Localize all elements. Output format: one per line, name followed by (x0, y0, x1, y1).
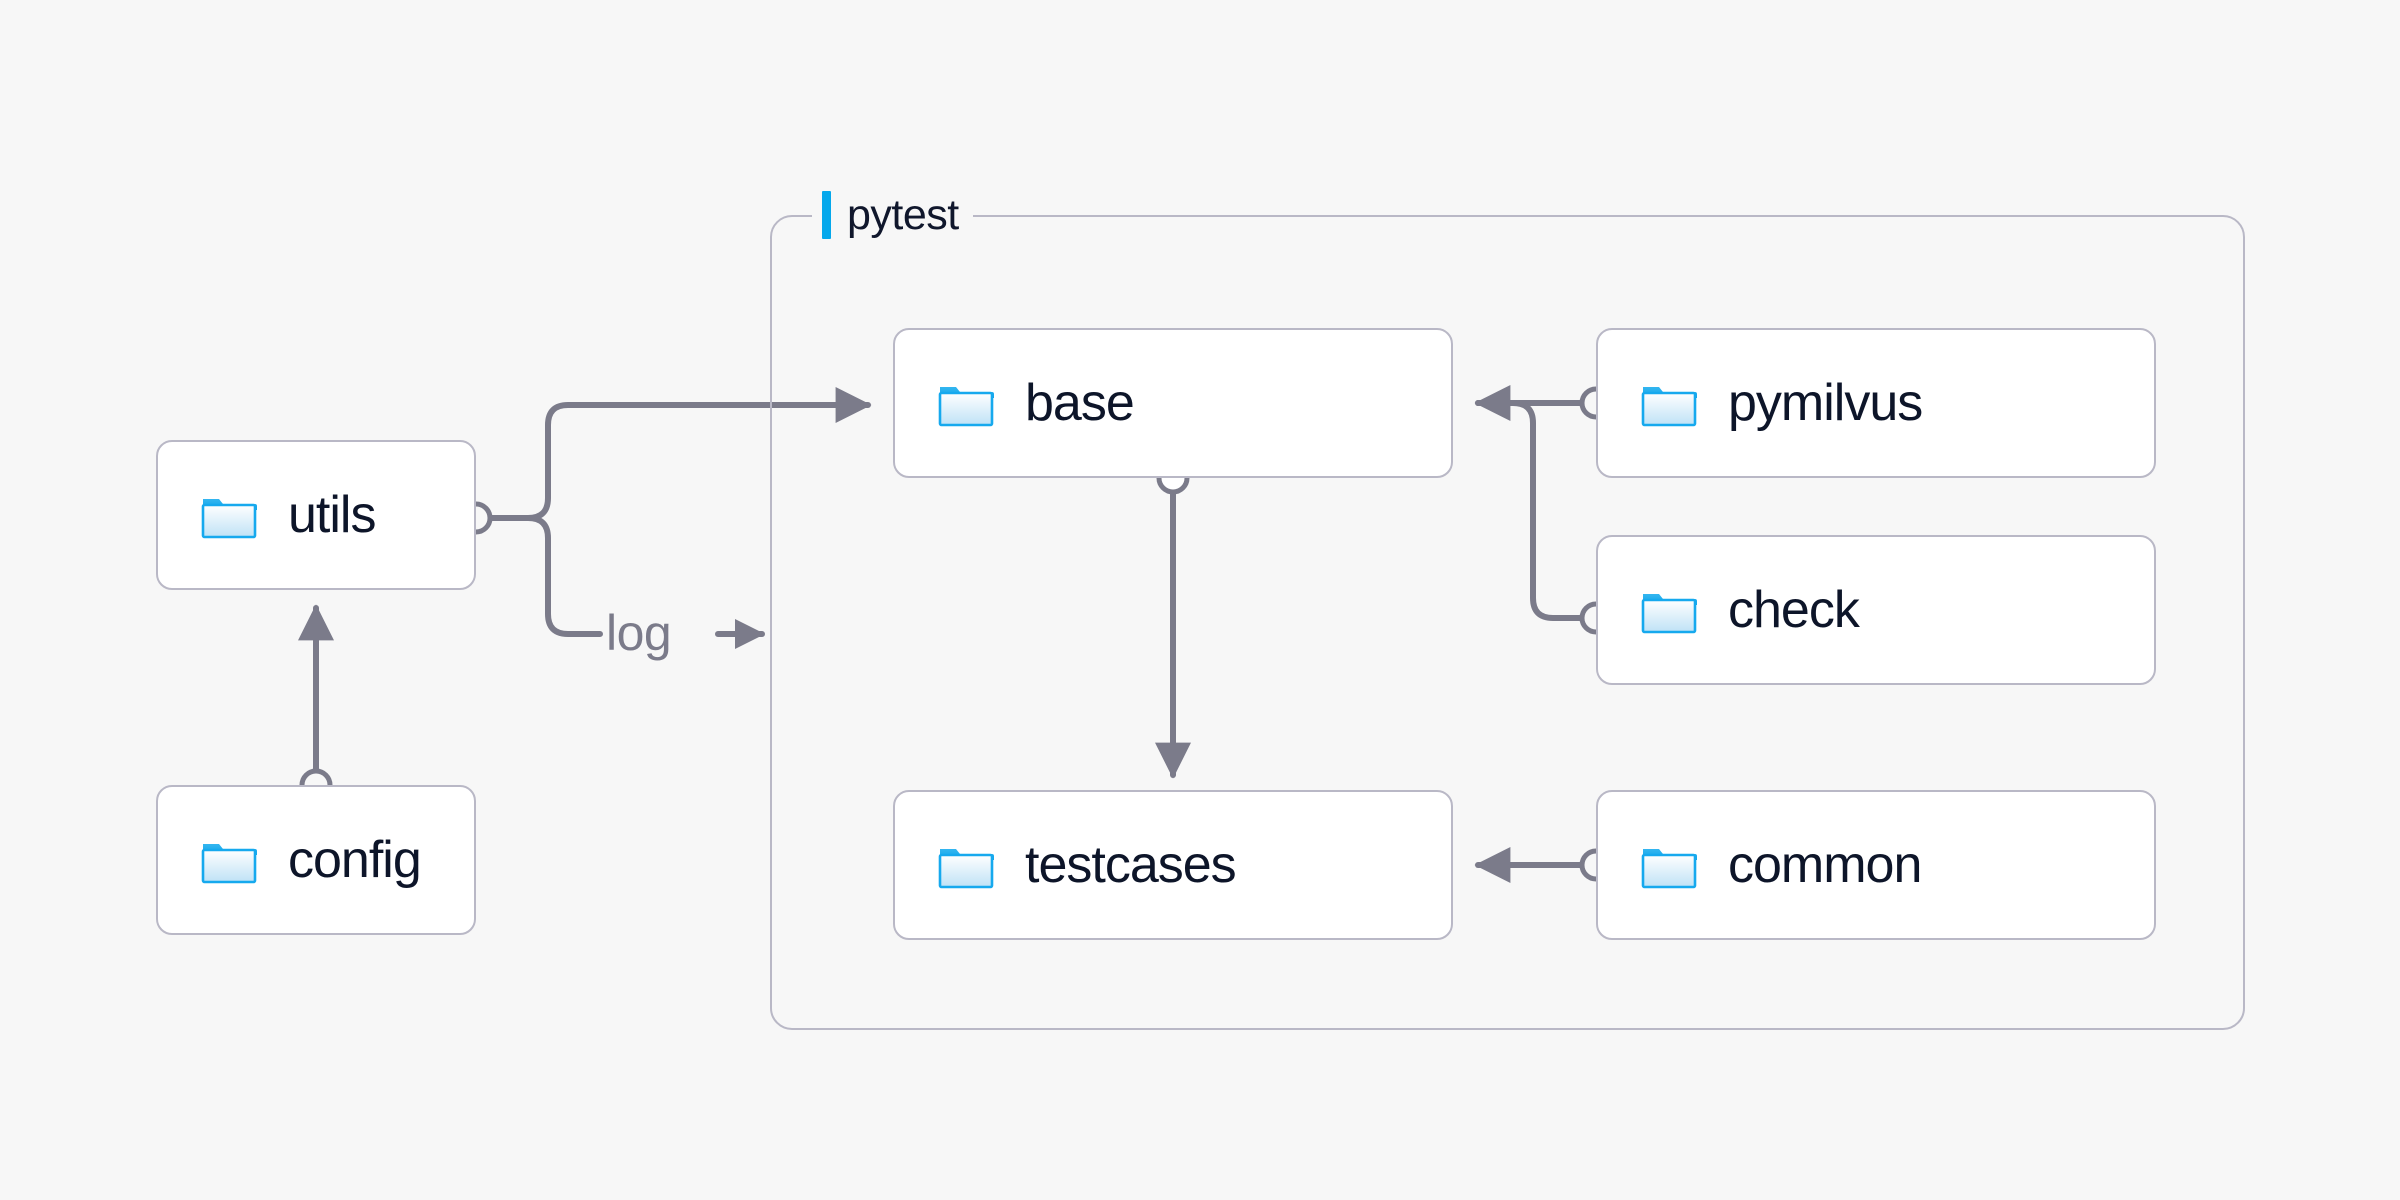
pytest-group-label-text: pytest (847, 190, 959, 239)
folder-icon (201, 844, 257, 884)
node-testcases-label: testcases (1025, 836, 1237, 894)
node-pymilvus-label: pymilvus (1728, 374, 1923, 432)
node-base[interactable]: base (893, 328, 1453, 478)
node-common-label: common (1728, 836, 1922, 894)
node-check[interactable]: check (1596, 535, 2156, 685)
node-check-label: check (1728, 581, 1860, 639)
node-common[interactable]: common (1596, 790, 2156, 940)
node-pymilvus[interactable]: pymilvus (1596, 328, 2156, 478)
node-config[interactable]: config (156, 785, 476, 935)
edge-utils-to-log (487, 515, 603, 637)
node-testcases[interactable]: testcases (893, 790, 1453, 940)
edge-label-log: log (606, 605, 672, 661)
node-base-label: base (1025, 374, 1135, 432)
folder-icon (938, 849, 994, 889)
folder-icon (1641, 387, 1697, 427)
folder-icon (1641, 849, 1697, 889)
pytest-group-container[interactable] (770, 215, 2245, 1030)
node-utils-label: utils (288, 486, 376, 544)
folder-icon (938, 387, 994, 427)
node-config-label: config (288, 831, 422, 889)
folder-icon (201, 499, 257, 539)
folder-icon (1641, 594, 1697, 634)
pytest-group-label: pytest (812, 188, 973, 242)
accent-bar-icon (822, 191, 831, 239)
node-utils[interactable]: utils (156, 440, 476, 590)
